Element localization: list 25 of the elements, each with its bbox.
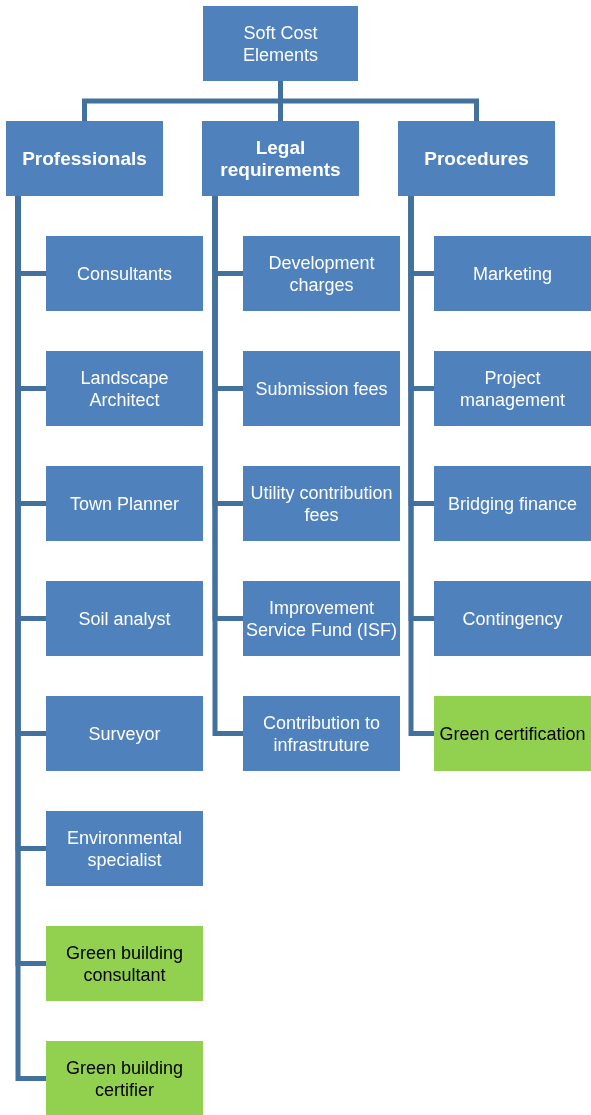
item-box: Improvement Service Fund (ISF) (243, 581, 400, 656)
highlighted-item-box: Green building consultant (46, 926, 203, 1001)
highlighted-item-box: Green building certifier (46, 1041, 203, 1115)
item-box: Utility contribution fees (243, 466, 400, 541)
item-box: Submission fees (243, 351, 400, 426)
category-box: Procedures (398, 121, 555, 196)
item-box: Contingency (434, 581, 591, 656)
item-box: Bridging finance (434, 466, 591, 541)
connector-line (408, 196, 434, 736)
item-box: Soil analyst (46, 581, 203, 656)
connector-line (278, 81, 479, 121)
item-box: Consultants (46, 236, 203, 311)
item-box: Project management (434, 351, 591, 426)
item-box: Town Planner (46, 466, 203, 541)
category-box: Legal requirements (202, 121, 359, 196)
category-box: Professionals (6, 121, 163, 196)
item-box: Marketing (434, 236, 591, 311)
item-box: Development charges (243, 236, 400, 311)
root-box: Soft Cost Elements (203, 6, 358, 81)
item-box: Environmental specialist (46, 811, 203, 886)
connector-line (212, 196, 243, 736)
item-box: Contribution to infrastruture (243, 696, 400, 771)
highlighted-item-box: Green certification (434, 696, 591, 771)
item-box: Landscape Architect (46, 351, 203, 426)
item-box: Surveyor (46, 696, 203, 771)
